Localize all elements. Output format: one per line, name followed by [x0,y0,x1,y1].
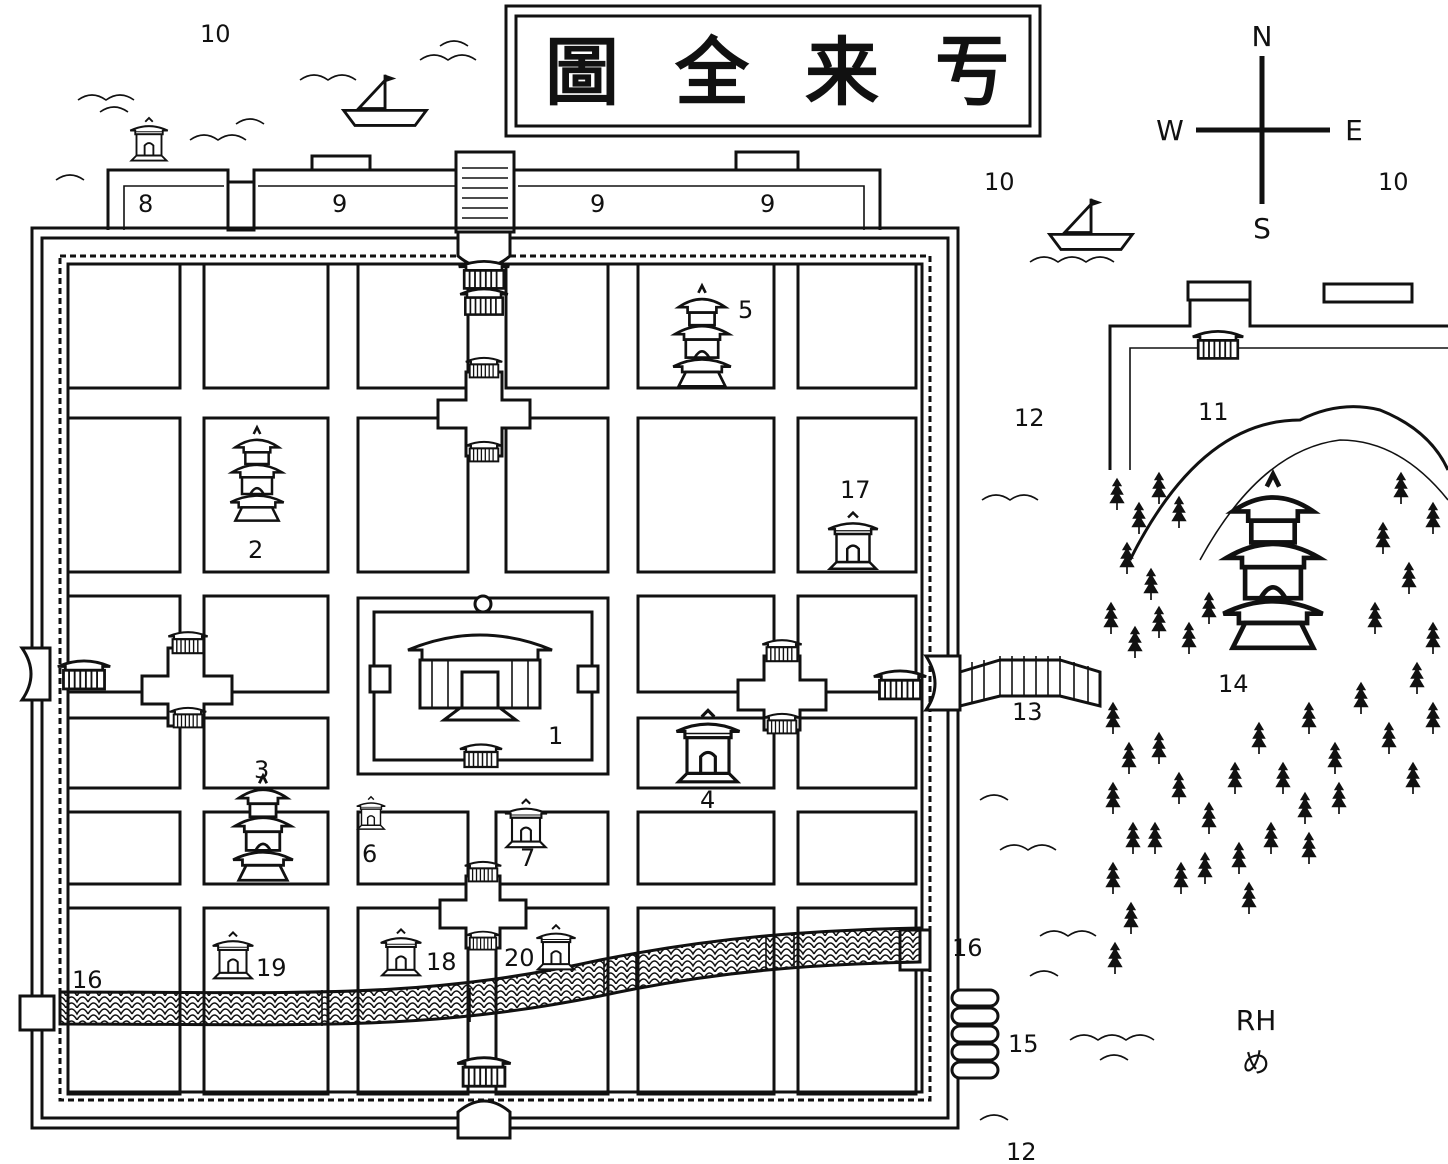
label-18: 18 [426,948,457,976]
label-15: 15 [1008,1030,1039,1058]
watchtower-icon [129,116,169,162]
compass-east: E [1345,114,1363,147]
pagoda-building-icon [671,284,733,388]
label-9b: 9 [590,190,605,218]
compass-rose: N S E W [1156,20,1363,245]
pagoda-building-icon [379,928,423,977]
title-cartouche: 圖 全 来 亐 [504,4,1042,138]
cloud-strokes [55,40,1155,1121]
label-10a: 10 [200,20,231,48]
sailboat-icon [344,75,427,126]
label-2: 2 [248,536,263,564]
label-19: 19 [256,954,287,982]
pagoda-building-icon [674,708,742,784]
title-char-2: 全 [674,30,750,116]
east-outer-wall [1108,280,1448,470]
dock [950,988,1000,1080]
label-16a: 16 [72,966,103,994]
palace-compound [356,594,610,776]
river [58,926,922,1027]
city-gate-icon [872,669,928,701]
city-gate-icon [457,259,511,290]
pagoda-building-icon [231,774,295,882]
pagoda-building-icon [356,796,386,830]
crossroad-gates [140,287,828,951]
label-14: 14 [1218,670,1249,698]
label-20: 20 [504,944,535,972]
title-char-4: 亐 [935,30,1009,116]
label-16b: 16 [952,934,983,962]
pagoda-building-icon [535,924,577,971]
label-10c: 10 [1378,168,1409,196]
bridge [958,656,1102,708]
title-char-1: 圖 [545,30,619,116]
city-gate-icon [458,743,504,769]
buildings [211,284,879,980]
signature-seal: め [1242,1046,1270,1079]
label-17: 17 [840,476,871,504]
label-5: 5 [738,296,753,324]
city-gate-icon [455,1056,513,1088]
label-7: 7 [520,844,535,872]
label-8: 8 [138,190,153,218]
label-4: 4 [700,786,715,814]
compass-south: S [1253,212,1271,245]
pagoda-building-icon [503,798,549,849]
label-13: 13 [1012,698,1043,726]
pagoda-building-icon [827,511,879,570]
label-9c: 9 [760,190,775,218]
artist-signature: RH め [1236,1004,1277,1079]
city-gate-icon [56,659,112,691]
label-10b: 10 [984,168,1015,196]
compass-north: N [1252,20,1273,53]
signature-initials: RH [1236,1004,1277,1037]
label-11: 11 [1198,398,1229,426]
label-6: 6 [362,840,377,868]
label-12b: 12 [1006,1138,1037,1164]
pagoda-building-icon [1223,474,1322,648]
north-outer-wall [106,116,882,234]
compass-west: W [1156,114,1184,147]
map-labels: 1 2 3 4 5 6 7 8 9 9 9 10 10 10 11 12 12 … [72,20,1409,1164]
label-9a: 9 [332,190,347,218]
label-3: 3 [254,756,269,784]
pagoda-building-icon [228,425,286,523]
label-1: 1 [548,722,563,750]
label-12a: 12 [1014,404,1045,432]
sailboat-icon [1047,196,1135,252]
city-gate-icon [1191,329,1245,360]
title-char-3: 来 [805,30,879,116]
mountain-temple [1128,405,1448,648]
pagoda-building-icon [211,931,255,980]
